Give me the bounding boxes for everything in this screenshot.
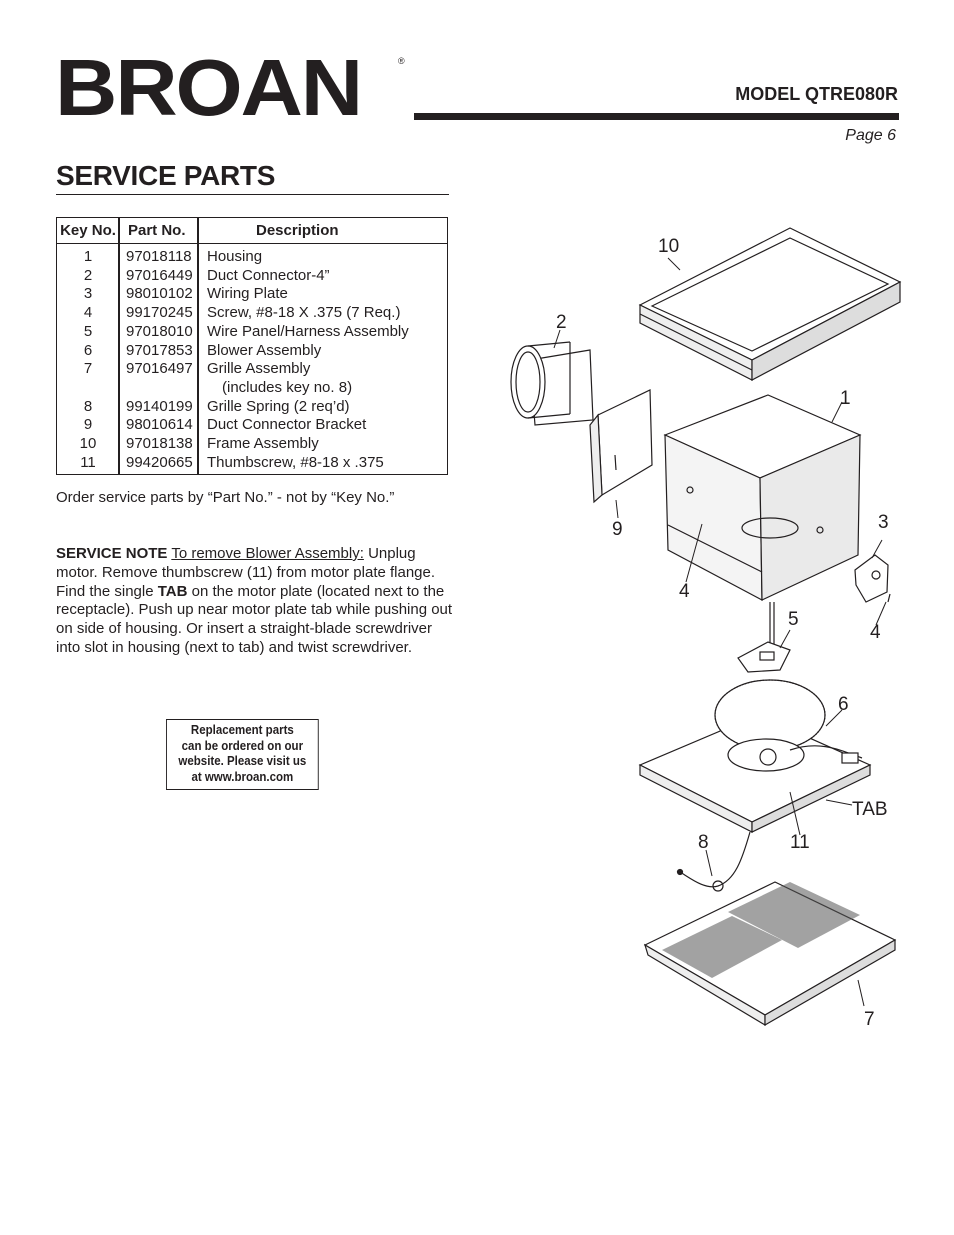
part-no-cell: 99420665	[126, 453, 193, 471]
callout-9: 9	[612, 519, 623, 540]
parts-table: Key No. Part No. Description 1 97018118 Ho…	[56, 217, 448, 475]
description-cell: Blower Assembly	[207, 341, 322, 359]
header-description: Description	[256, 222, 339, 239]
part-no-cell: 99140199	[126, 397, 193, 415]
service-note-text-2: on the motor plate (located next to the …	[56, 582, 453, 656]
key-no-cell: 1	[83, 248, 93, 265]
table-row: 6 97017853 Blower Assembly	[57, 342, 447, 361]
page-title: SERVICE PARTS	[56, 160, 276, 191]
frame-assembly	[638, 227, 902, 381]
table-row: 3 98010102 Wiring Plate	[57, 285, 447, 304]
service-note-label: SERVICE NOTE	[56, 545, 168, 562]
key-no-cell: 5	[83, 322, 93, 340]
service-note-heading: To remove Blower Assembly:	[171, 545, 364, 562]
description-cell: Wire Panel/Harness Assembly	[207, 322, 409, 340]
callout-11: 11	[790, 832, 810, 853]
part-no-cell: 98010614	[126, 416, 193, 434]
description-cell: Duct Connector Bracket	[207, 416, 367, 434]
grille-spring	[676, 831, 751, 892]
table-header: Key No. Part No. Description	[57, 218, 447, 244]
callout-10: 10	[658, 236, 679, 257]
key-no-cell: 11	[80, 453, 96, 471]
tab-word: TAB	[157, 582, 188, 600]
key-no-cell: 6	[83, 341, 93, 359]
key-no-cell: 3	[83, 285, 93, 303]
header-part-no: Part No.	[128, 222, 186, 239]
service-note-text: Unplug motor. Remove thumbscrew (11) fro…	[56, 545, 436, 600]
part-no-cell: 97018010	[126, 322, 193, 340]
table-row: (includes key no. 8)	[57, 379, 447, 398]
part-no-cell: 97018138	[126, 435, 193, 452]
blower-assembly	[638, 679, 872, 833]
callout-4a: 4	[679, 581, 690, 602]
table-row: 7 97016497 Grille Assembly	[57, 360, 447, 379]
web-box-line: Replacement parts	[190, 723, 294, 737]
table-row: 10 97018138 Frame Assembly	[57, 435, 447, 454]
key-no-cell: 7	[83, 360, 93, 378]
table-row: 4 99170245 Screw, #8-18 X .375 (7 Req.)	[57, 304, 447, 323]
table-row: 5 97018010 Wire Panel/Harness Assembly	[57, 323, 447, 342]
callout-4b: 4	[870, 622, 881, 643]
part-no-cell: 97016497	[126, 360, 193, 378]
key-no-cell: 10	[79, 435, 97, 452]
table-divider	[197, 218, 199, 474]
description-cell: Duct Connector-4”	[207, 266, 330, 284]
header-rule	[414, 113, 899, 120]
page-number: Page 6	[845, 127, 896, 144]
wire-panel	[737, 602, 791, 673]
callout-2: 2	[556, 312, 567, 333]
description-cell: Wiring Plate	[207, 285, 288, 303]
part-no-cell: 99170245	[126, 304, 193, 322]
logo-wordmark: BROAN	[55, 43, 363, 132]
wiring-plate	[854, 554, 891, 603]
table-row: 9 98010614 Duct Connector Bracket	[57, 416, 447, 435]
description-cell: Grille Spring (2 req’d)	[207, 397, 350, 415]
callout-7: 7	[864, 1009, 875, 1030]
part-no-cell: 97017853	[126, 341, 193, 359]
table-divider	[118, 218, 120, 474]
exploded-parts-diagram: 10 2 1 3 9 4 4 5 6 TAB 8 11 7	[510, 227, 902, 1030]
description-cell: Grille Assembly	[207, 360, 311, 378]
registered-mark: ®	[398, 56, 405, 66]
callout-6: 6	[838, 694, 849, 715]
grille-assembly	[643, 881, 897, 1027]
key-no-cell: 2	[83, 266, 93, 284]
duct-connector-bracket	[589, 389, 653, 504]
part-no-cell: 98010102	[126, 285, 193, 303]
table-row: 11 99420665 Thumbscrew, #8-18 x .375	[57, 454, 447, 473]
table-row: 1 97018118 Housing	[57, 248, 447, 267]
table-row: 2 97016449 Duct Connector-4”	[57, 267, 447, 286]
callout-tab: TAB	[852, 799, 888, 820]
key-no-cell: 8	[83, 397, 93, 415]
broan-logo: BROAN	[55, 48, 407, 128]
service-note: SERVICE NOTE To remove Blower Assembly: …	[56, 545, 456, 658]
web-box-line: website. Please visit us	[178, 754, 307, 768]
order-note: Order service parts by “Part No.” - not …	[56, 489, 395, 506]
description-cell: (includes key no. 8)	[222, 378, 353, 396]
callout-8: 8	[698, 832, 709, 853]
web-box-line: at www.broan.com	[191, 769, 294, 784]
callout-1: 1	[840, 388, 851, 409]
part-no-cell: 97018118	[126, 248, 192, 265]
web-box-line: can be ordered on our	[181, 738, 304, 753]
table-row: 8 99140199 Grille Spring (2 req’d)	[57, 398, 447, 417]
key-no-cell: 9	[83, 416, 93, 434]
description-cell: Thumbscrew, #8-18 x .375	[207, 453, 384, 471]
description-cell: Screw, #8-18 X .375 (7 Req.)	[207, 304, 401, 322]
key-no-cell: 4	[83, 304, 93, 322]
callout-5: 5	[788, 609, 799, 630]
header-key-no: Key No.	[60, 222, 116, 239]
description-cell: Housing	[207, 248, 263, 265]
website-note-box: Replacement parts can be ordered on our …	[166, 719, 319, 790]
model-number: MODEL QTRE080R	[735, 84, 898, 104]
part-no-cell: 97016449	[126, 266, 193, 284]
description-cell: Frame Assembly	[207, 435, 319, 452]
housing	[663, 394, 862, 602]
duct-connector	[510, 341, 594, 426]
callout-3: 3	[878, 512, 889, 533]
title-rule	[56, 194, 449, 195]
